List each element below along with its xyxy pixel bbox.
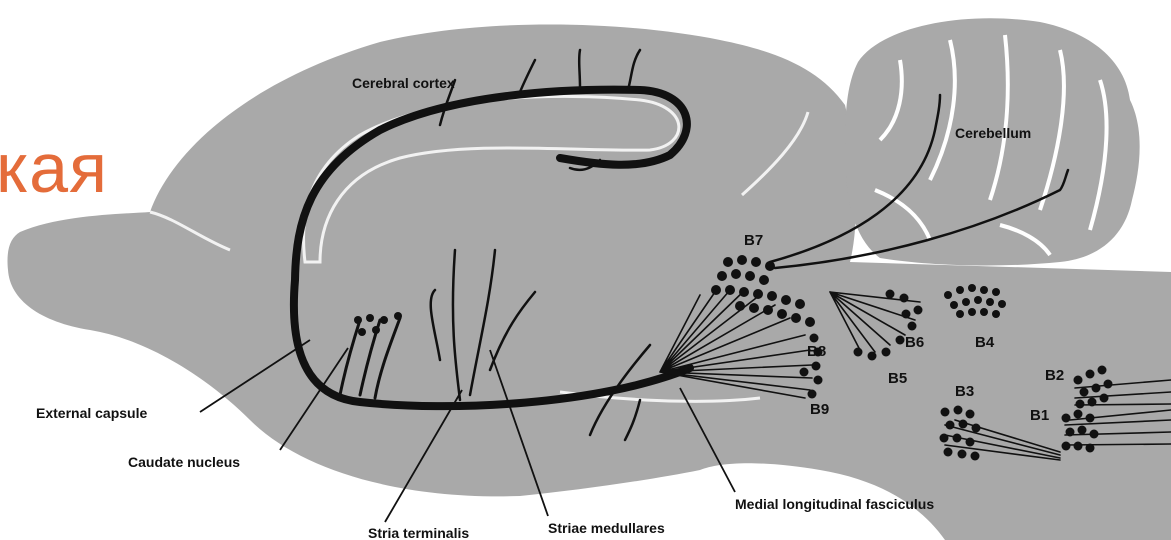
label-medial-longitudinal-fasciculus: Medial longitudinal fasciculus [735, 496, 934, 512]
label-caudate-nucleus: Caudate nucleus [128, 454, 240, 470]
label-b7: B7 [744, 232, 763, 249]
label-b5: B5 [888, 370, 907, 387]
b1-cluster [1062, 410, 1099, 453]
label-b9: B9 [810, 401, 829, 418]
label-b3: B3 [955, 383, 974, 400]
label-b8: B8 [807, 343, 826, 360]
label-b2: B2 [1045, 367, 1064, 384]
label-stria-terminalis: Stria terminalis [368, 525, 469, 540]
label-external-capsule: External capsule [36, 405, 147, 421]
label-striae-medullares: Striae medullares [548, 520, 665, 536]
label-b1: B1 [1030, 407, 1049, 424]
label-b4: B4 [975, 334, 995, 351]
label-cerebellum: Cerebellum [955, 125, 1031, 141]
cerebellum-shape [845, 18, 1139, 265]
label-b6: B6 [905, 334, 924, 351]
label-cerebral-cortex: Cerebral cortex [352, 75, 455, 91]
cortex-branch-3 [579, 50, 580, 88]
